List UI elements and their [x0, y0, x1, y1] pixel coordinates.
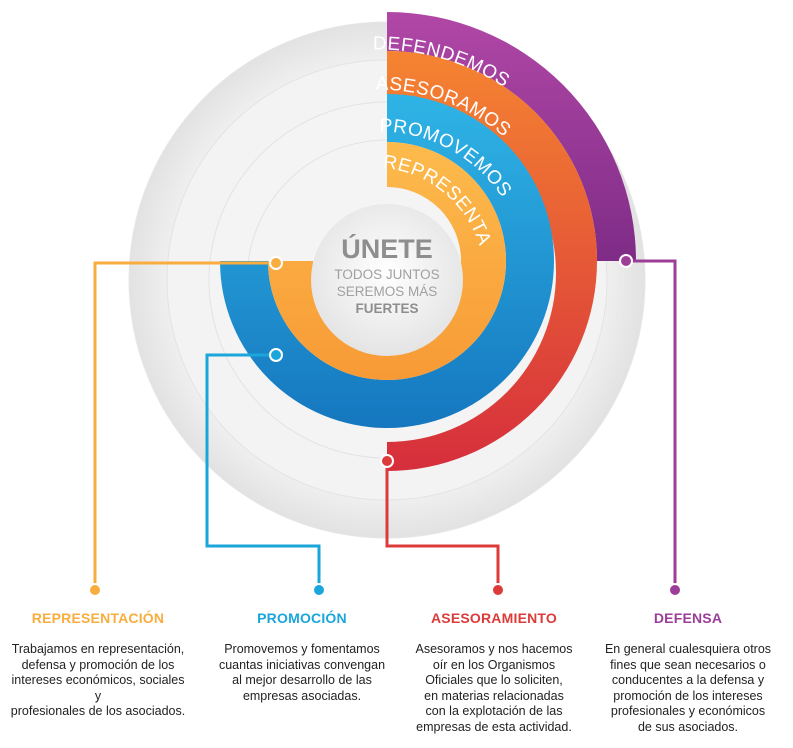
connector-promocion [205, 353, 321, 590]
dot-promocion-end [312, 583, 326, 597]
center-title: ÚNETE [341, 233, 433, 264]
column-title-asesoramiento: ASESORAMIENTO [430, 610, 558, 626]
connector-representacion [93, 261, 276, 590]
connector-asesoramiento [385, 461, 500, 590]
column-representacion: REPRESENTACIÓN Trabajamos en representac… [8, 610, 188, 720]
center-badge [311, 204, 463, 356]
column-asesoramiento: ASESORAMIENTO Asesoramos y nos hacemos o… [402, 610, 586, 735]
column-text-representacion: Trabajamos en representación, defensa y … [10, 642, 186, 718]
dot-defensa-end [668, 583, 682, 597]
column-text-asesoramiento: Asesoramos y nos hacemos oír en los Orga… [415, 642, 573, 734]
column-text-promocion: Promovemos y fomentamos cuantas iniciati… [218, 642, 386, 703]
column-defensa: DEFENSA En general cualesquiera otros fi… [592, 610, 784, 735]
column-text-defensa: En general cualesquiera otros fines que … [604, 642, 772, 734]
connector-defensa [626, 259, 677, 590]
column-title-representacion: REPRESENTACIÓN [31, 610, 165, 626]
arc-defendemos [387, 12, 636, 261]
center-line-2: SEREMOS MÁS [337, 284, 438, 299]
column-title-defensa: DEFENSA [653, 610, 723, 626]
column-promocion: PROMOCIÓN Promovemos y fomentamos cuanta… [210, 610, 394, 704]
column-title-promocion: PROMOCIÓN [257, 610, 347, 626]
dot-promocion-start [269, 348, 283, 362]
dot-representacion-start [269, 256, 283, 270]
center-line-1: TODOS JUNTOS [334, 267, 439, 282]
dot-asesoramiento-start [380, 454, 394, 468]
dot-asesoramiento-end [491, 583, 505, 597]
dot-defensa-start [619, 254, 633, 268]
dot-representacion-end [88, 583, 102, 597]
arc-asesoramos [387, 51, 597, 471]
center-line-3: FUERTES [355, 301, 418, 316]
